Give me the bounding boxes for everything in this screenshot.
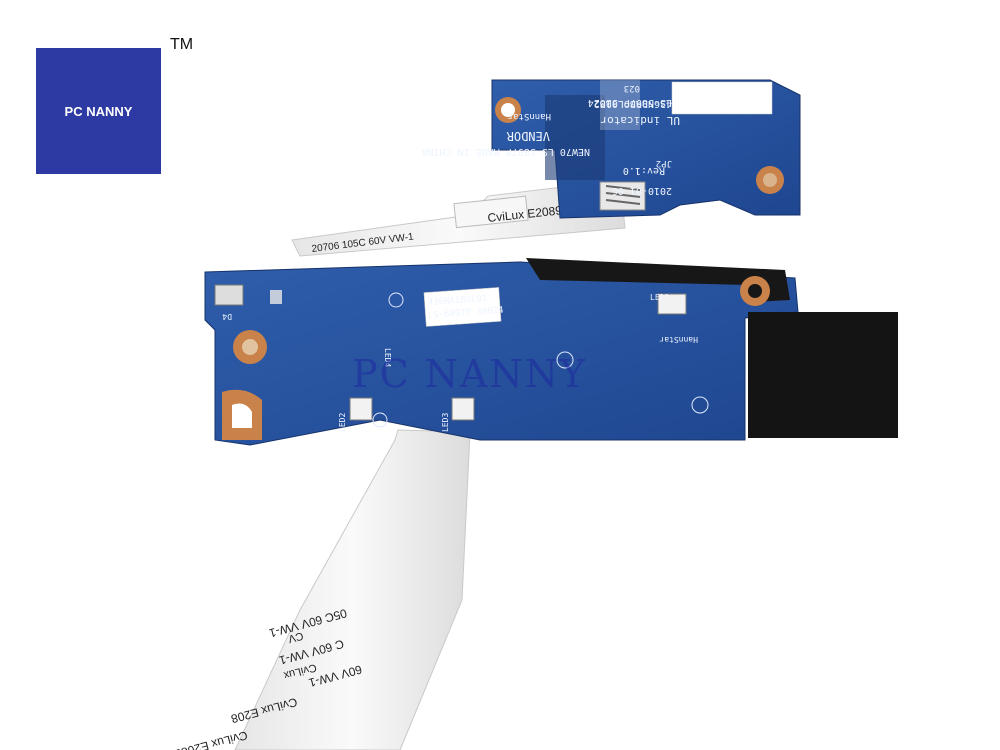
large-board-led3: LED3	[441, 413, 450, 432]
large-led-board: 436NA1BOL01 LS-6897P 3B024 LED1 LED2 LED…	[204, 258, 898, 446]
small-board-code: LS-5897P 3B024	[588, 97, 672, 108]
bottom-ribbon-cable: 05C 60V VW-1 C 60V VW-1 60V VW-1 CviLux …	[160, 429, 471, 750]
small-board-date: 2010-01-06	[612, 185, 672, 196]
large-board-led2: LED2	[338, 413, 347, 432]
small-board-rev: Rev:1.0	[623, 165, 665, 176]
small-board-code-023: 023	[624, 83, 640, 93]
small-board-brand: HannStar	[507, 111, 551, 121]
bottom-cable-label-7: CV	[286, 629, 305, 645]
small-board-vendor: VENDOR	[506, 129, 550, 143]
small-board-model: NEW70 LS-5897P MADE IN CHINA	[421, 146, 590, 157]
large-board-led4: LED4	[383, 348, 392, 367]
large-board-brand: HannStar	[659, 335, 698, 344]
large-board-led1: LED1	[650, 293, 669, 302]
pc-nanny-watermark: PC NANNY	[352, 352, 588, 396]
logo-text: PC NANNY	[64, 103, 133, 119]
pc-nanny-logo: PC NANNY	[36, 48, 161, 174]
small-board-part-number: 436NDRBOL01B2	[594, 98, 672, 109]
small-led-board: 436NDRBOL01B2 LS-5897P 3B024 UL indicato…	[421, 79, 801, 219]
small-board-connector: JP2	[656, 158, 672, 168]
top-ribbon-cable: CviLux E208903 20706 105C 60V VW-1	[291, 179, 626, 257]
trademark-symbol: TM	[170, 36, 194, 53]
large-board-d4: D4	[222, 312, 232, 321]
small-board-indicator: UL indicator	[600, 114, 680, 127]
bottom-cable-label-5: CviLux E208903	[160, 728, 249, 750]
large-board-part-number: 436NA1BOL01	[428, 294, 488, 308]
